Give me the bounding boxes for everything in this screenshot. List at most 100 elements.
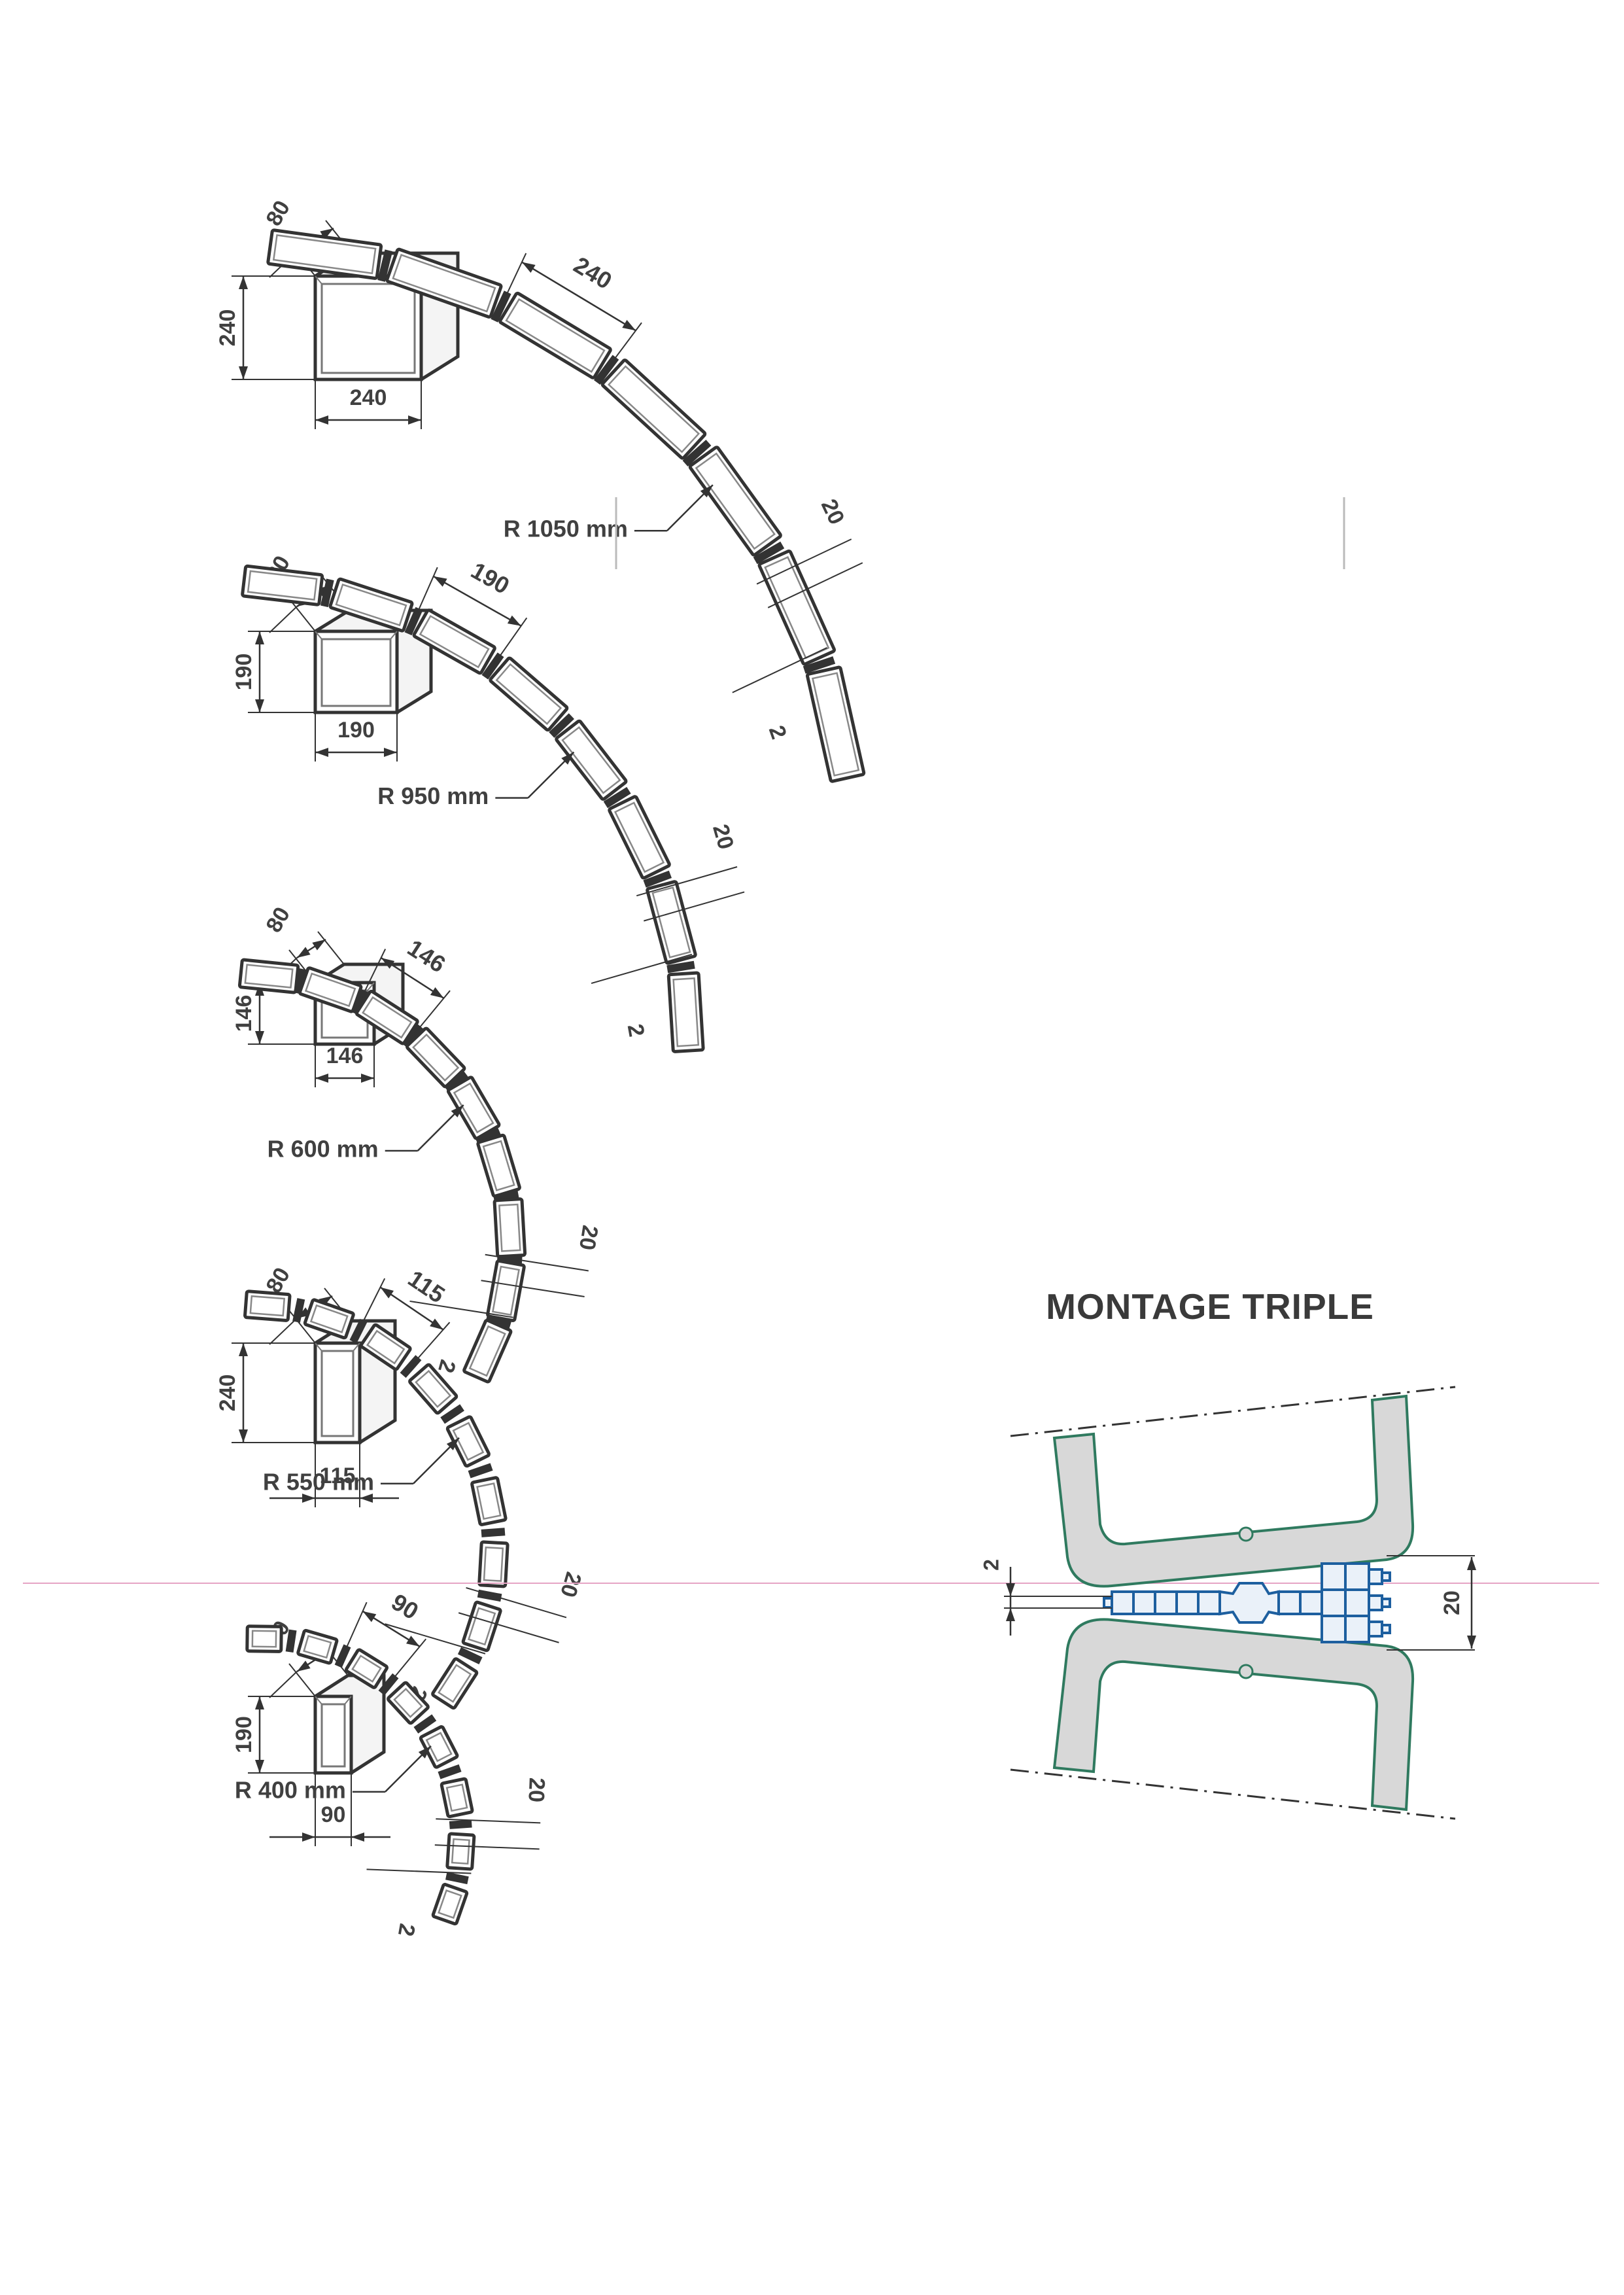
spacer-segment (600, 359, 707, 460)
spacer-end-cap (1381, 1571, 1391, 1582)
joint-label: 2 (623, 1022, 649, 1038)
spacer-segment (385, 247, 503, 319)
joint-connector (477, 1589, 502, 1602)
height-label: 240 (215, 309, 240, 347)
joint-dimension (366, 1868, 472, 1874)
spacer-segment (445, 1832, 476, 1871)
arrowhead (418, 1745, 431, 1759)
arrowhead (1006, 1608, 1015, 1621)
spacer-segment (462, 1318, 513, 1384)
joint-connector (438, 1764, 462, 1779)
arrowhead (430, 987, 444, 998)
spacer-segment (431, 1883, 469, 1926)
spacer-cell (1344, 1588, 1370, 1617)
arrowhead (561, 752, 574, 765)
arrowhead (302, 1832, 315, 1842)
joint-dimension (732, 647, 827, 693)
lower-glass-frame (1052, 1618, 1415, 1812)
arrowhead (239, 1429, 248, 1443)
spacer-segment (555, 719, 628, 801)
glass-edge-line (1010, 1768, 1456, 1820)
glass-edge-line (1010, 1386, 1456, 1437)
spacer-segment (266, 228, 383, 280)
spacer-end-cap (1368, 1621, 1383, 1638)
joint-dimension (409, 1300, 513, 1318)
spacer-segment (445, 1415, 491, 1468)
arrowhead (302, 1494, 315, 1503)
arrowhead (700, 485, 713, 498)
joint-connector (443, 1071, 469, 1093)
joint-connector (485, 1314, 512, 1329)
dimension-line (433, 575, 522, 627)
arrowhead (446, 1437, 459, 1450)
height-label: 190 (232, 654, 256, 691)
joint-label: 2 (764, 722, 791, 743)
joint-connector (320, 578, 334, 608)
arrowhead (507, 615, 521, 626)
arrowhead (430, 1318, 443, 1330)
gap-label: 20 (816, 495, 850, 528)
arrowhead (380, 1287, 394, 1299)
box-inner-cavity (320, 283, 416, 374)
spacer-segment (440, 1777, 474, 1819)
radius-label: R 1050 mm (504, 516, 628, 542)
montage-title: MONTAGE TRIPLE (1046, 1286, 1374, 1327)
arrowhead (406, 1636, 420, 1647)
spacer-cell (1321, 1588, 1347, 1617)
arrowhead (451, 1104, 464, 1118)
spacer-cell (1299, 1590, 1323, 1615)
joint-connector (457, 1647, 483, 1664)
spacer-cell (1154, 1590, 1178, 1615)
arrowhead (297, 1660, 311, 1672)
spacer-end-cap (1103, 1597, 1113, 1609)
spacer-cell (1344, 1562, 1370, 1591)
gap-dimension (767, 562, 863, 608)
joint-connector (292, 1298, 305, 1323)
height-label: 190 (232, 1716, 256, 1753)
arrowhead (255, 699, 264, 712)
dimension-line (521, 261, 636, 332)
box-front-face (313, 1694, 353, 1775)
segment-length-label: 240 (569, 251, 617, 294)
spacer-segment (245, 1624, 283, 1653)
width-label: 146 (326, 1043, 364, 1068)
radius-label: R 950 mm (377, 782, 489, 809)
spacer-cell (1175, 1590, 1200, 1615)
radius-label: R 600 mm (268, 1135, 379, 1162)
arrowhead (315, 748, 328, 757)
gap-dimension (458, 1612, 559, 1643)
spacer-cell (1197, 1590, 1221, 1615)
segment-length-label: 90 (387, 1588, 423, 1625)
spacer-segment (431, 1657, 479, 1710)
width-label: 190 (337, 718, 375, 743)
arrowhead (433, 576, 447, 587)
arrowhead (1467, 1557, 1476, 1570)
arrowhead (297, 947, 311, 958)
montage-triple-section: 220 (979, 1386, 1476, 1820)
spacer-segment (237, 958, 300, 994)
spacer-cell (1321, 1615, 1347, 1643)
spacer-segment (666, 971, 705, 1053)
gap-dimension (434, 1844, 540, 1850)
arrowhead (408, 415, 421, 425)
joint-dimension (591, 953, 693, 985)
joint-connector (440, 1404, 464, 1424)
spacer-segment (328, 577, 414, 633)
joint-connector (603, 786, 631, 809)
box-inner-cavity (320, 1703, 346, 1768)
spacer-segment (387, 1681, 430, 1725)
montage-joint-label: 2 (979, 1559, 1003, 1571)
arrowhead (255, 631, 264, 644)
height-label: 146 (232, 995, 256, 1032)
joint-connector (682, 440, 712, 466)
spacer-segment (359, 1323, 412, 1371)
spacer-segment (757, 549, 836, 666)
spacer-end-cap (1381, 1624, 1391, 1634)
gap-label: 20 (574, 1223, 602, 1252)
spacer-segment (446, 1076, 501, 1140)
joint-connector (449, 1819, 472, 1829)
arrowhead (312, 939, 326, 951)
depth-label: 80 (261, 903, 295, 937)
arrowhead (239, 366, 248, 379)
